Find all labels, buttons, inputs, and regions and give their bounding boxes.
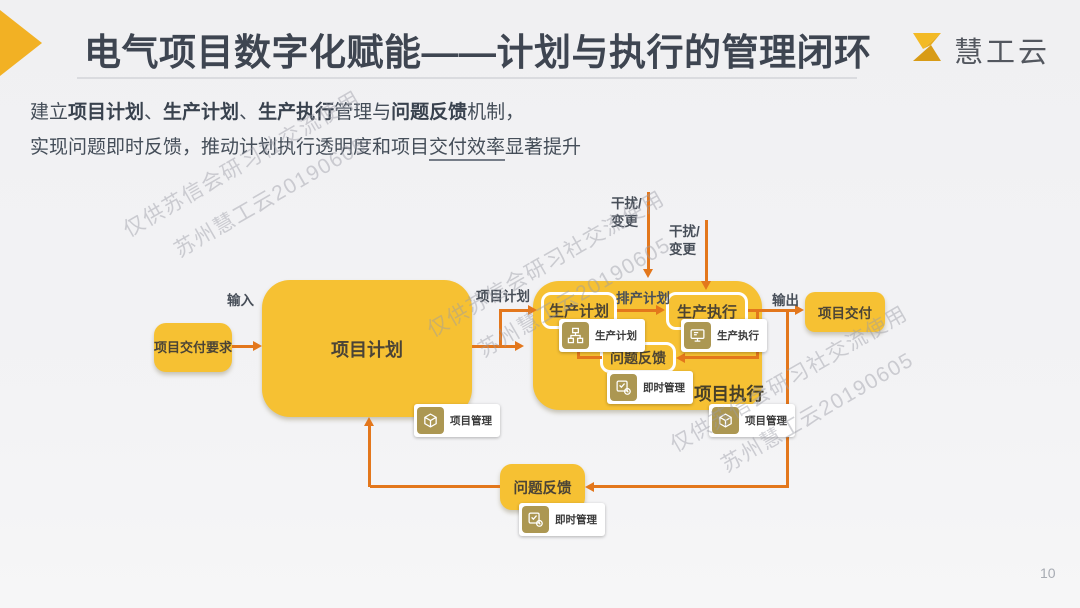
intro-text: 建立项目计划、生产计划、生产执行管理与问题反馈机制， 实现问题即时反馈，推动计划… (30, 95, 581, 165)
brand-logo-icon (908, 28, 946, 71)
label-disturbance-2: 干扰/变更 (669, 224, 700, 257)
badge-instant-management: 即时管理 (519, 503, 605, 536)
instant-management-icon (610, 374, 637, 401)
edge-plan-branch-line (499, 309, 528, 312)
edge-outer-feedback-vline-right (786, 311, 789, 488)
instant-management-icon (522, 506, 549, 533)
node-issue-feedback-outer: 问题反馈 (500, 464, 585, 510)
badge-production-plan: 生产计划 (559, 319, 645, 352)
node-project-delivery: 项目交付 (805, 292, 885, 332)
badge-project-management: 项目管理 (709, 404, 795, 437)
brand-logo-text: 慧工云 (954, 36, 1051, 69)
page-number: 10 (1040, 565, 1056, 581)
project-management-icon (712, 407, 739, 434)
badge-production-execution: 生产执行 (681, 319, 767, 352)
edge-inner-return-line (577, 356, 602, 359)
page-title: 电气项目数字化赋能——计划与执行的管理闭环 (84, 32, 872, 73)
edge-plan-branch-vline (499, 310, 502, 347)
intro-line-1: 建立项目计划、生产计划、生产执行管理与问题反馈机制， (30, 102, 525, 123)
label-plan-edge: 项目计划 (476, 289, 530, 304)
label-input: 输入 (227, 293, 254, 308)
edge-outer-feedback-up-arrowhead (364, 417, 374, 426)
badge-instant-management: 即时管理 (607, 371, 693, 404)
label-project-execution-group: 项目执行 (694, 384, 764, 404)
node-delivery-requirements: 项目交付要求 (154, 323, 232, 372)
badge-project-management: 项目管理 (414, 404, 500, 437)
edge-schedule-line (617, 309, 656, 312)
edge-plan-arrowhead (515, 341, 524, 351)
edge-input-line (232, 345, 253, 348)
node-project-plan: 项目计划 (262, 280, 472, 417)
intro-line-2: 实现问题即时反馈，推动计划执行透明度和项目交付效率显著提升 (30, 130, 581, 165)
edge-disturbance-1-line (647, 192, 650, 269)
edge-disturbance-1-arrowhead (643, 269, 653, 278)
edge-outer-feedback-line-right (591, 485, 787, 488)
edge-outer-feedback-arrowhead (585, 482, 594, 492)
label-disturbance-1: 干扰/变更 (611, 196, 642, 229)
edge-output-line (748, 309, 795, 312)
project-management-icon (417, 407, 444, 434)
edge-plan-branch-arrowhead (528, 305, 537, 315)
edge-inner-feedback-line (685, 356, 759, 359)
label-output: 输出 (772, 293, 799, 308)
header-chevron-icon (0, 10, 42, 76)
edge-disturbance-2-line (705, 220, 708, 281)
edge-schedule-arrowhead (656, 305, 665, 315)
production-execution-icon (684, 322, 711, 349)
edge-input-arrowhead (253, 341, 262, 351)
label-schedule: 排产计划 (616, 291, 670, 306)
title-divider (77, 77, 857, 79)
edge-output-arrowhead (795, 305, 804, 315)
edge-inner-feedback-arrowhead (676, 353, 685, 363)
edge-disturbance-2-arrowhead (701, 281, 711, 290)
edge-outer-feedback-line-left (370, 485, 500, 488)
brand-logo: 慧工云 (908, 28, 1050, 71)
edge-outer-feedback-vline-left (368, 425, 371, 487)
edge-inner-return-vline (577, 350, 580, 359)
edge-plan-line (472, 345, 515, 348)
production-plan-icon (562, 322, 589, 349)
